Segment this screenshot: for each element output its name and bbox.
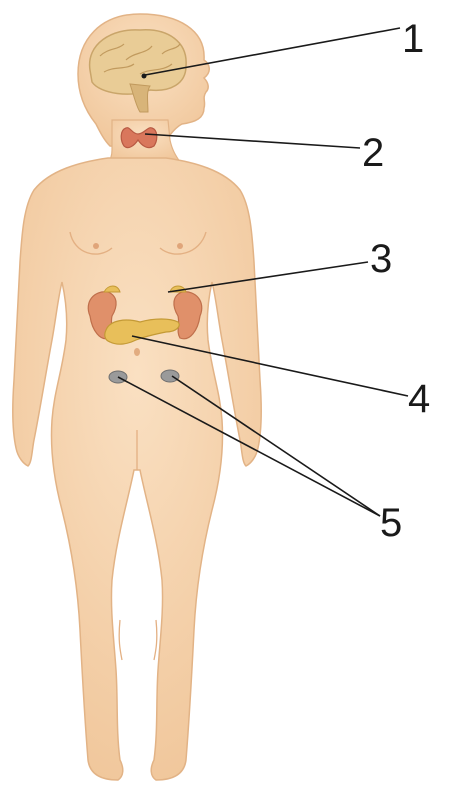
label-1: 1: [402, 17, 424, 61]
label-3: 3: [370, 237, 392, 281]
number-labels: 1 2 3 4 5: [362, 17, 430, 545]
nipple-right: [177, 243, 183, 249]
leader-line-2: [145, 134, 360, 148]
navel: [134, 348, 140, 356]
nipple-left: [93, 243, 99, 249]
label-2: 2: [362, 131, 384, 175]
label-5: 5: [380, 501, 402, 545]
label-4: 4: [408, 377, 430, 421]
body-silhouette: [13, 14, 262, 780]
